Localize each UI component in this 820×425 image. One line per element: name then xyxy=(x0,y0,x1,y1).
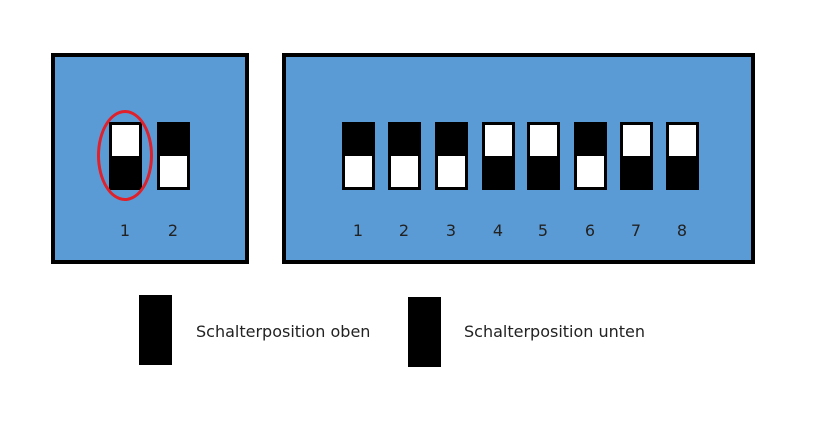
right-block-switch-number: 1 xyxy=(352,221,364,240)
right-block-switch-number: 4 xyxy=(492,221,504,240)
left-block-switch-number: 1 xyxy=(119,221,131,240)
switch-toggle xyxy=(577,156,604,187)
dip-switch-block-2 xyxy=(51,53,249,264)
right-block-switch-4[interactable] xyxy=(482,122,515,190)
right-block-switch-2[interactable] xyxy=(388,122,421,190)
legend-switch-up-icon xyxy=(139,295,172,365)
right-block-switch-number: 2 xyxy=(398,221,410,240)
switch-toggle xyxy=(530,125,557,156)
right-block-switch-1[interactable] xyxy=(342,122,375,190)
right-block-switch-5[interactable] xyxy=(527,122,560,190)
right-block-switch-number: 5 xyxy=(537,221,549,240)
left-block-switch-number: 2 xyxy=(167,221,179,240)
right-block-switch-7[interactable] xyxy=(620,122,653,190)
legend-switch-down-icon xyxy=(408,297,441,367)
switch-toggle xyxy=(623,125,650,156)
right-block-switch-3[interactable] xyxy=(435,122,468,190)
switch-toggle xyxy=(345,156,372,187)
highlight-circle xyxy=(97,110,153,201)
switch-toggle xyxy=(160,156,187,187)
right-block-switch-8[interactable] xyxy=(666,122,699,190)
left-block-switch-2[interactable] xyxy=(157,122,190,190)
right-block-switch-6[interactable] xyxy=(574,122,607,190)
switch-toggle xyxy=(438,156,465,187)
switch-toggle xyxy=(669,125,696,156)
switch-toggle xyxy=(485,125,512,156)
right-block-switch-number: 7 xyxy=(630,221,642,240)
right-block-switch-number: 6 xyxy=(584,221,596,240)
right-block-switch-number: 3 xyxy=(445,221,457,240)
legend-label-down: Schalterposition unten xyxy=(464,322,646,341)
right-block-switch-number: 8 xyxy=(676,221,688,240)
legend-label-up: Schalterposition oben xyxy=(196,322,371,341)
switch-toggle xyxy=(391,156,418,187)
